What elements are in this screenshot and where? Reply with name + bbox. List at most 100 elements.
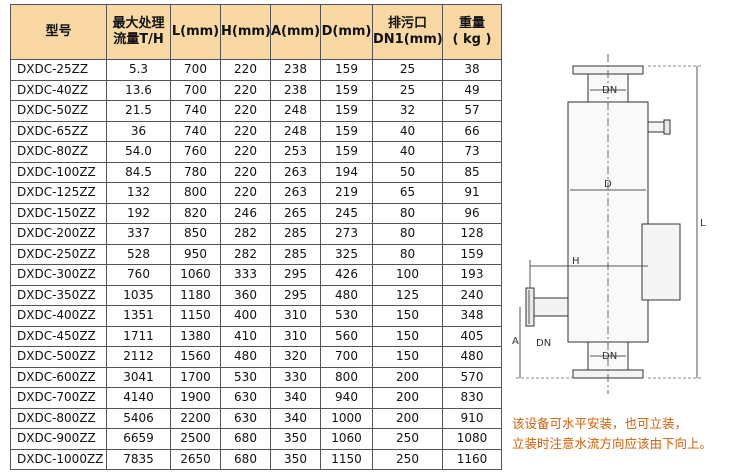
cell-d: 426 bbox=[320, 264, 373, 286]
cell-flow: 36 bbox=[106, 120, 171, 142]
cell-weight: 73 bbox=[442, 141, 502, 163]
header-flow-line2: 流量T/H bbox=[113, 32, 164, 47]
cell-flow: 528 bbox=[106, 243, 171, 265]
note-line-1: 该设备可水平安装，也可立装， bbox=[512, 416, 688, 431]
cell-weight: 570 bbox=[442, 366, 502, 388]
cell-a: 238 bbox=[270, 79, 321, 101]
l-label: L bbox=[700, 218, 706, 229]
spec-table: 型号 最大处理流量T/H L(mm) H(mm) A(mm) D(mm) 排污口… bbox=[10, 4, 502, 470]
dn-side-label: DN bbox=[536, 338, 551, 349]
cell-weight: 38 bbox=[442, 59, 502, 81]
cell-model: DXDC-600ZZ bbox=[10, 366, 107, 388]
cell-model: DXDC-1000ZZ bbox=[10, 448, 107, 470]
header-weight-line2: ( kg ) bbox=[452, 32, 492, 47]
cell-h: 680 bbox=[220, 428, 271, 450]
cell-flow: 7835 bbox=[106, 448, 171, 470]
cell-flow: 2112 bbox=[106, 346, 171, 368]
cell-model: DXDC-300ZZ bbox=[10, 264, 107, 286]
cell-d: 700 bbox=[320, 346, 373, 368]
cell-flow: 3041 bbox=[106, 366, 171, 388]
cell-a: 248 bbox=[270, 100, 321, 122]
cell-h: 360 bbox=[220, 284, 271, 306]
cell-d: 194 bbox=[320, 161, 373, 183]
cell-weight: 830 bbox=[442, 387, 502, 409]
cell-weight: 193 bbox=[442, 264, 502, 286]
cell-model: DXDC-100ZZ bbox=[10, 161, 107, 183]
header-flow: 最大处理流量T/H bbox=[106, 4, 171, 60]
cell-l: 950 bbox=[170, 243, 221, 265]
cell-model: DXDC-80ZZ bbox=[10, 141, 107, 163]
cell-drain: 200 bbox=[372, 366, 443, 388]
cell-drain: 80 bbox=[372, 243, 443, 265]
cell-weight: 57 bbox=[442, 100, 502, 122]
cell-drain: 125 bbox=[372, 284, 443, 306]
cell-weight: 1080 bbox=[442, 428, 502, 450]
cell-h: 480 bbox=[220, 346, 271, 368]
cell-h: 282 bbox=[220, 243, 271, 265]
cell-a: 295 bbox=[270, 284, 321, 306]
cell-a: 310 bbox=[270, 325, 321, 347]
cell-weight: 96 bbox=[442, 202, 502, 224]
cell-d: 159 bbox=[320, 59, 373, 81]
cell-l: 740 bbox=[170, 120, 221, 142]
cell-a: 265 bbox=[270, 202, 321, 224]
cell-l: 2200 bbox=[170, 407, 221, 429]
cell-h: 680 bbox=[220, 448, 271, 470]
cell-l: 700 bbox=[170, 79, 221, 101]
cell-d: 940 bbox=[320, 387, 373, 409]
cell-flow: 54.0 bbox=[106, 141, 171, 163]
top-fitting-cap bbox=[663, 119, 671, 135]
header-drain-line2: DN1(mm) bbox=[373, 32, 443, 47]
cell-d: 219 bbox=[320, 182, 373, 204]
cell-flow: 1711 bbox=[106, 325, 171, 347]
cell-model: DXDC-350ZZ bbox=[10, 284, 107, 306]
cell-a: 263 bbox=[270, 182, 321, 204]
cell-l: 2500 bbox=[170, 428, 221, 450]
cell-flow: 21.5 bbox=[106, 100, 171, 122]
cell-flow: 5.3 bbox=[106, 59, 171, 81]
cell-l: 740 bbox=[170, 100, 221, 122]
cell-model: DXDC-700ZZ bbox=[10, 387, 107, 409]
header-l: L(mm) bbox=[170, 4, 221, 60]
cell-drain: 200 bbox=[372, 407, 443, 429]
control-box bbox=[641, 223, 681, 301]
installation-note: 该设备可水平安装，也可立装， 立装时注意水流方向应该由下向上。 bbox=[512, 414, 732, 454]
cell-l: 700 bbox=[170, 59, 221, 81]
cell-h: 530 bbox=[220, 366, 271, 388]
cell-h: 220 bbox=[220, 59, 271, 81]
drain-flange bbox=[525, 287, 535, 327]
cell-drain: 150 bbox=[372, 346, 443, 368]
cell-h: 410 bbox=[220, 325, 271, 347]
cell-l: 2650 bbox=[170, 448, 221, 470]
cell-weight: 1160 bbox=[442, 448, 502, 470]
cell-flow: 760 bbox=[106, 264, 171, 286]
cell-d: 800 bbox=[320, 366, 373, 388]
cell-l: 1700 bbox=[170, 366, 221, 388]
cell-d: 1150 bbox=[320, 448, 373, 470]
cell-weight: 128 bbox=[442, 223, 502, 245]
cell-h: 246 bbox=[220, 202, 271, 224]
header-weight-line1: 重量 bbox=[458, 16, 485, 31]
cell-h: 220 bbox=[220, 120, 271, 142]
cell-d: 159 bbox=[320, 100, 373, 122]
cell-flow: 337 bbox=[106, 223, 171, 245]
header-flow-line1: 最大处理 bbox=[112, 16, 165, 31]
cell-model: DXDC-900ZZ bbox=[10, 428, 107, 450]
cell-drain: 32 bbox=[372, 100, 443, 122]
header-a: A(mm) bbox=[270, 4, 321, 60]
header-d: D(mm) bbox=[320, 4, 373, 60]
